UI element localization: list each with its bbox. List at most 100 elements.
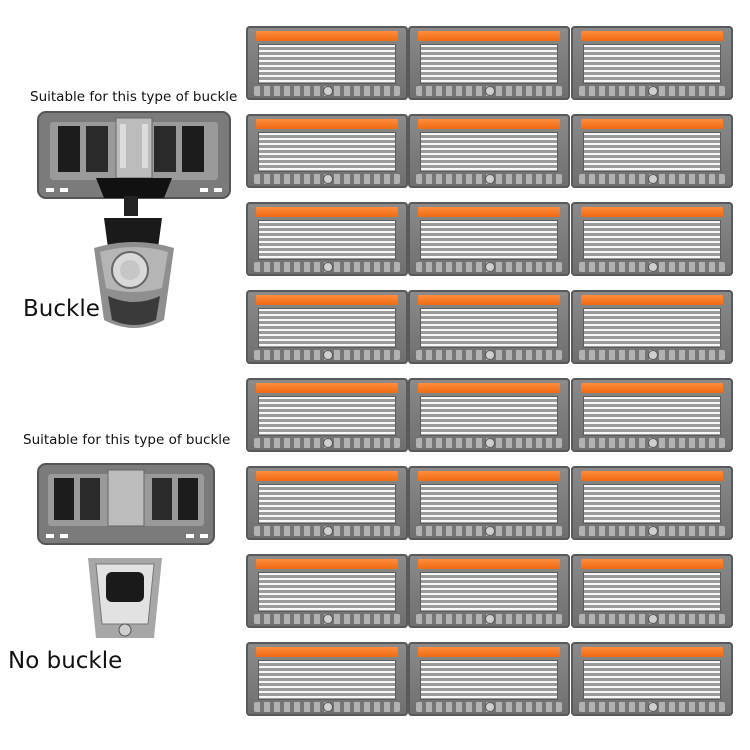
razor-cartridge-image xyxy=(571,26,733,100)
cartridge-strip xyxy=(256,647,398,657)
cartridge-blades xyxy=(583,44,721,84)
cartridge-dot xyxy=(323,438,333,448)
razor-cartridge-image xyxy=(571,642,733,716)
cartridge-dot xyxy=(648,86,658,96)
cartridge-strip xyxy=(418,31,560,41)
cartridge-strip xyxy=(418,295,560,305)
no-buckle-handle-image xyxy=(88,558,162,638)
cartridge-strip xyxy=(581,31,723,41)
cartridge-blades xyxy=(258,484,396,524)
cartridge-strip xyxy=(418,207,560,217)
cartridge-blades xyxy=(258,396,396,436)
razor-cartridge-image xyxy=(408,642,570,716)
cartridge-dot xyxy=(648,350,658,360)
razor-cartridge-image xyxy=(246,290,408,364)
cartridge-dot xyxy=(485,526,495,536)
bottom-caption: Suitable for this type of buckle xyxy=(23,432,231,448)
cartridge-blades xyxy=(420,308,558,348)
cartridge-dot xyxy=(323,350,333,360)
cartridge-dot xyxy=(323,526,333,536)
razor-cartridge-image xyxy=(408,466,570,540)
razor-cartridge-image xyxy=(246,114,408,188)
cartridge-dot xyxy=(648,174,658,184)
cartridge-dot xyxy=(485,614,495,624)
cartridge-blades xyxy=(420,660,558,700)
cartridge-dot xyxy=(485,350,495,360)
cartridge-dot xyxy=(648,702,658,712)
cartridge-strip xyxy=(581,119,723,129)
no-buckle-label: No buckle xyxy=(8,648,123,674)
razor-cartridge-image xyxy=(571,202,733,276)
cartridge-blades xyxy=(420,220,558,260)
cartridge-strip xyxy=(418,471,560,481)
cartridge-dot xyxy=(485,702,495,712)
cartridge-blades xyxy=(420,132,558,172)
cartridge-blades xyxy=(258,220,396,260)
buckle-handle-image xyxy=(94,196,174,328)
cartridge-blades xyxy=(583,220,721,260)
cartridge-strip xyxy=(581,647,723,657)
cartridge-strip xyxy=(256,207,398,217)
cartridge-blades xyxy=(583,660,721,700)
razor-cartridge-image xyxy=(408,554,570,628)
razor-cartridge-image xyxy=(408,114,570,188)
cartridge-blades xyxy=(258,660,396,700)
cartridge-blades xyxy=(583,484,721,524)
cartridge-strip xyxy=(581,207,723,217)
razor-cartridge-image xyxy=(571,554,733,628)
cartridge-strip xyxy=(418,383,560,393)
cartridge-dot xyxy=(648,614,658,624)
cartridge-strip xyxy=(581,559,723,569)
cartridge-blades xyxy=(583,132,721,172)
razor-cartridge-image xyxy=(571,378,733,452)
cartridge-grid xyxy=(246,26,736,740)
cartridge-blades xyxy=(420,396,558,436)
razor-cartridge-image xyxy=(246,378,408,452)
cartridge-dot xyxy=(323,262,333,272)
cartridge-dot xyxy=(323,174,333,184)
cartridge-dot xyxy=(485,86,495,96)
razor-cartridge-image xyxy=(408,378,570,452)
razor-cartridge-image xyxy=(246,554,408,628)
cartridge-strip xyxy=(418,647,560,657)
cartridge-strip xyxy=(418,559,560,569)
buckle-label: Buckle xyxy=(23,296,100,322)
cartridge-strip xyxy=(256,383,398,393)
cartridge-strip xyxy=(581,471,723,481)
cartridge-strip xyxy=(256,559,398,569)
cartridge-blades xyxy=(420,44,558,84)
cartridge-dot xyxy=(323,86,333,96)
no-buckle-cartridge-back-image xyxy=(37,463,215,545)
cartridge-strip xyxy=(256,295,398,305)
cartridge-strip xyxy=(581,383,723,393)
razor-cartridge-image xyxy=(571,290,733,364)
razor-cartridge-image xyxy=(246,202,408,276)
cartridge-dot xyxy=(323,614,333,624)
razor-cartridge-image xyxy=(246,642,408,716)
cartridge-blades xyxy=(420,484,558,524)
cartridge-dot xyxy=(323,702,333,712)
cartridge-dot xyxy=(648,526,658,536)
cartridge-blades xyxy=(583,308,721,348)
razor-cartridge-image xyxy=(246,466,408,540)
razor-cartridge-image xyxy=(408,202,570,276)
cartridge-blades xyxy=(258,44,396,84)
cartridge-blades xyxy=(583,396,721,436)
razor-cartridge-image xyxy=(408,26,570,100)
cartridge-dot xyxy=(648,262,658,272)
cartridge-strip xyxy=(256,119,398,129)
cartridge-strip xyxy=(581,295,723,305)
top-caption: Suitable for this type of buckle xyxy=(30,89,238,105)
razor-cartridge-image xyxy=(246,26,408,100)
cartridge-blades xyxy=(583,572,721,612)
cartridge-blades xyxy=(258,572,396,612)
razor-cartridge-image xyxy=(571,466,733,540)
buckle-cartridge-back-image xyxy=(37,111,231,199)
razor-cartridge-image xyxy=(571,114,733,188)
cartridge-dot xyxy=(485,438,495,448)
cartridge-dot xyxy=(485,174,495,184)
razor-cartridge-image xyxy=(408,290,570,364)
cartridge-dot xyxy=(648,438,658,448)
cartridge-blades xyxy=(258,132,396,172)
cartridge-blades xyxy=(258,308,396,348)
